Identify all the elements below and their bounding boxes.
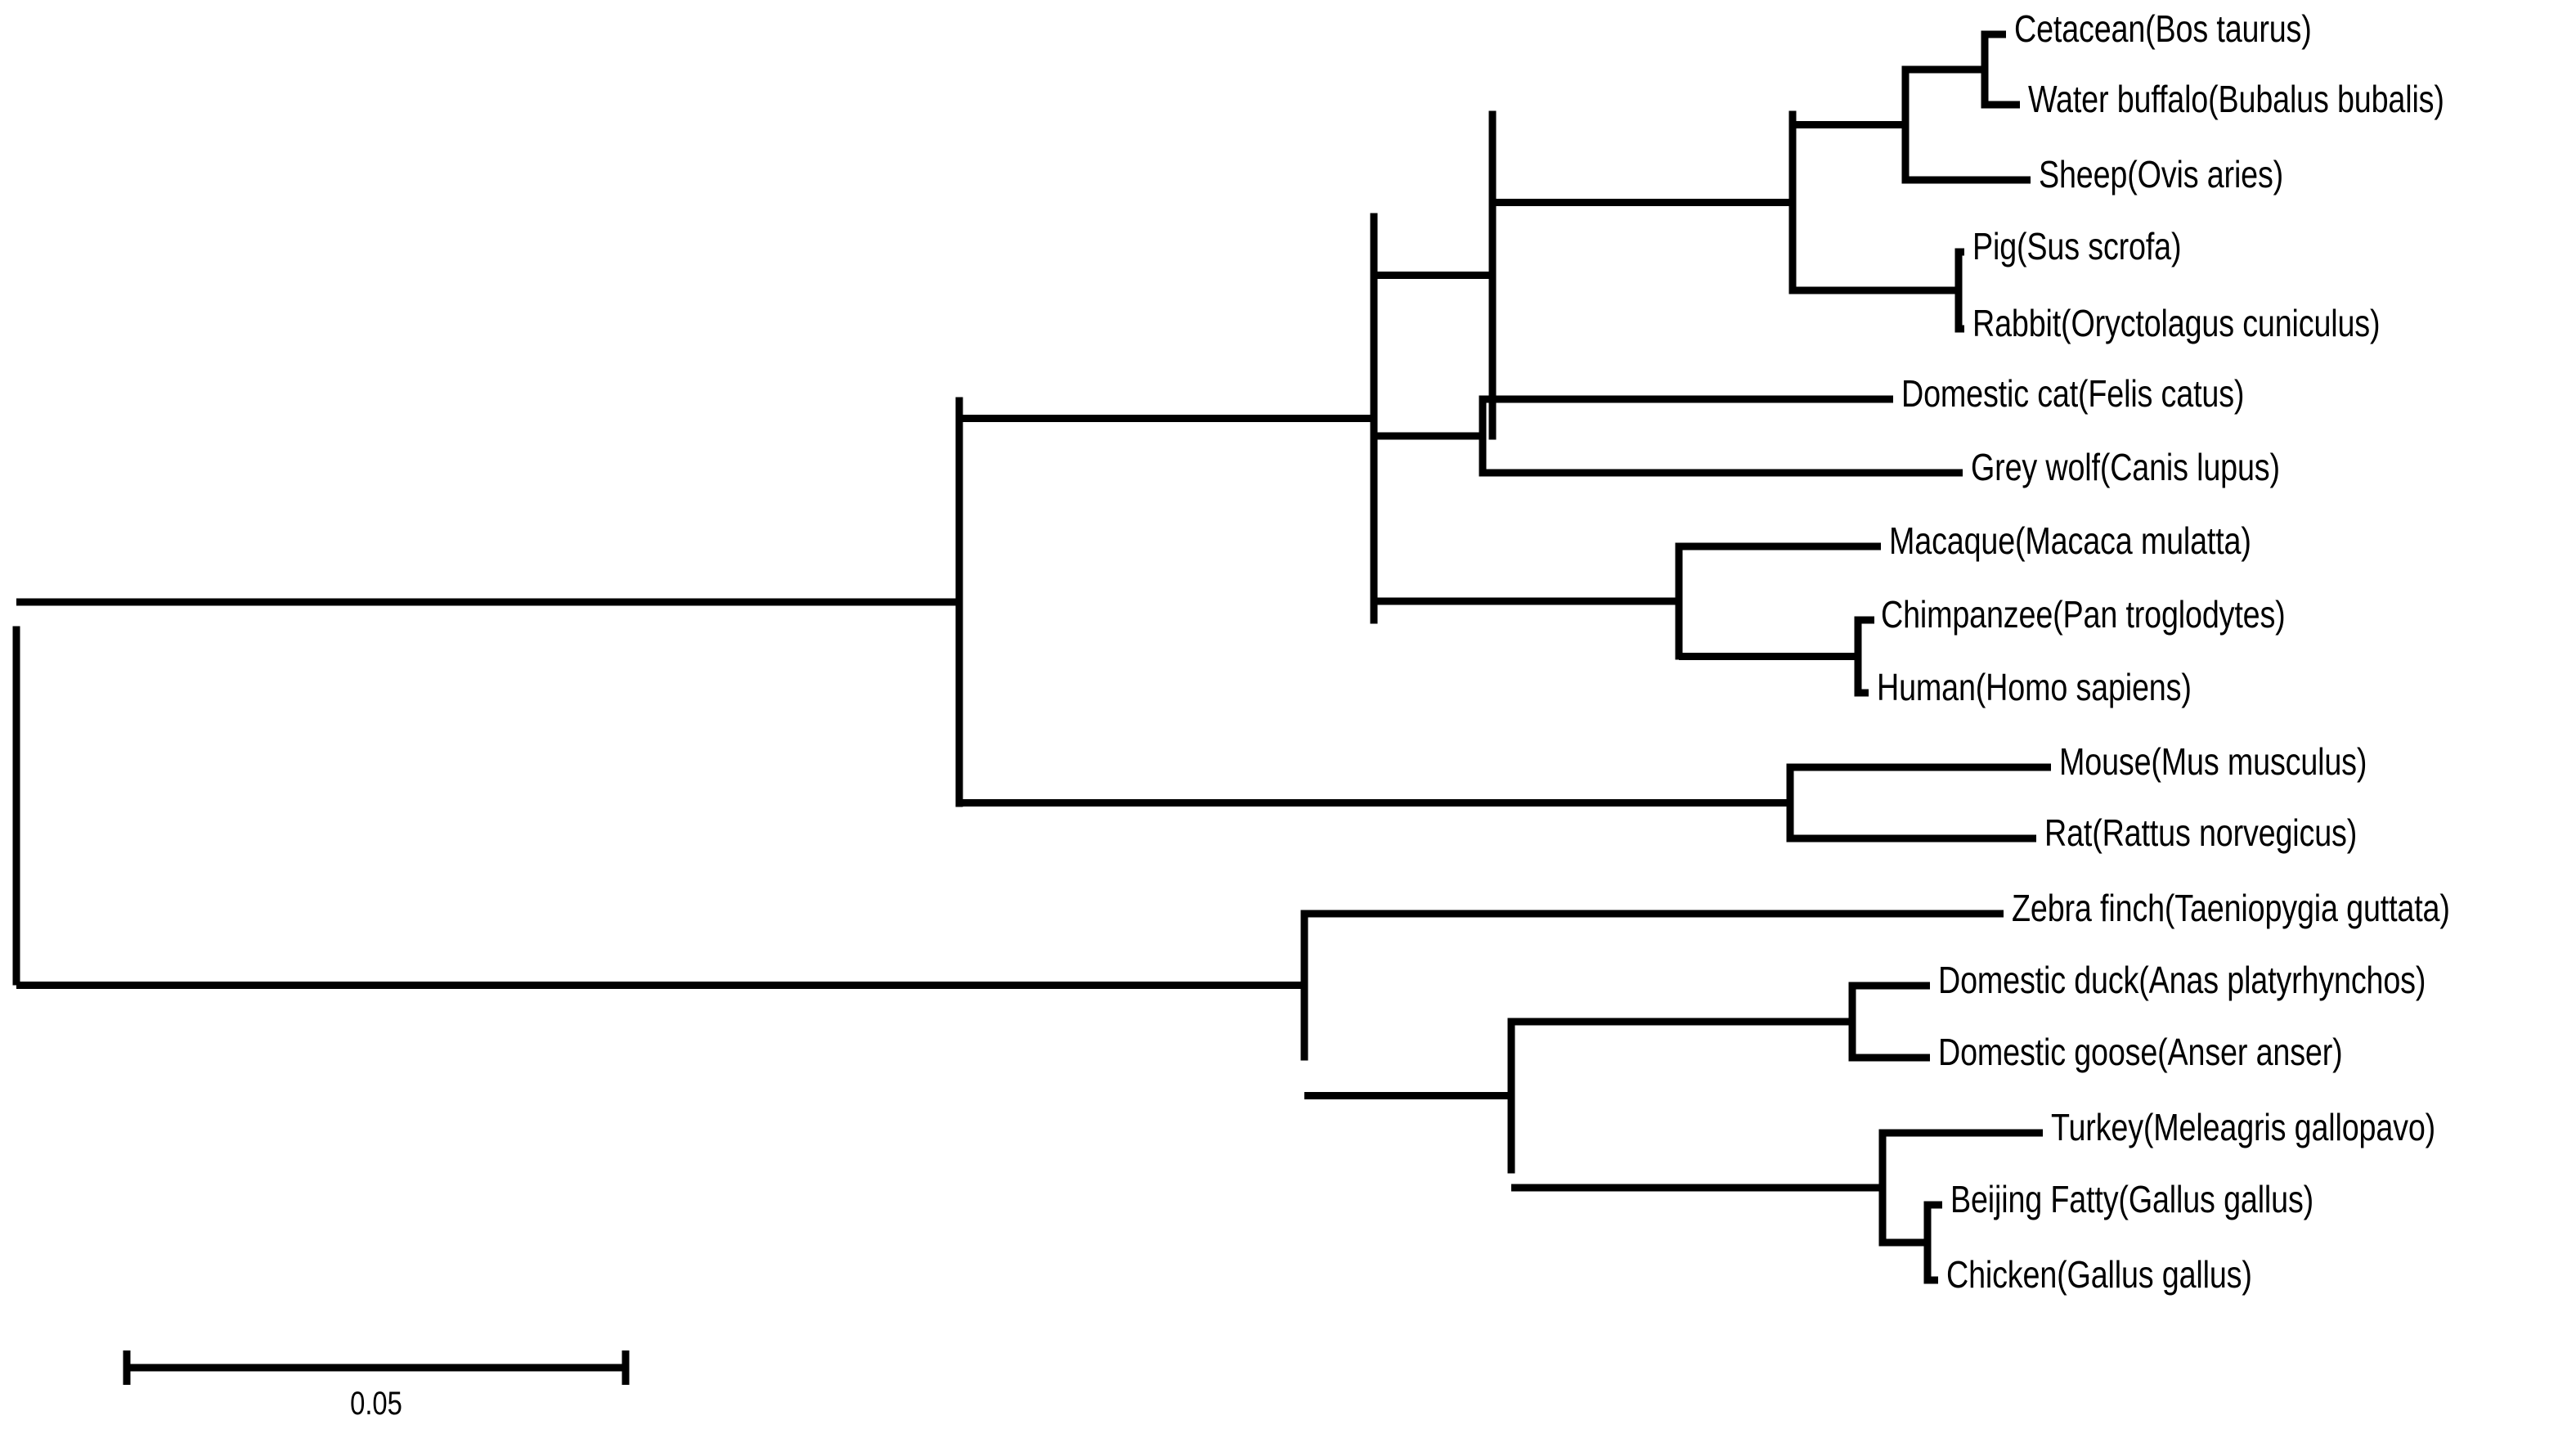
tip-label-sheep: Sheep(Ovis aries) [2039,153,2284,195]
tip-label-pig: Pig(Sus scrofa) [1972,225,2182,267]
scale-bar-label: 0.05 [350,1386,402,1422]
tip-label-grey-wolf: Grey wolf(Canis lupus) [1971,446,2280,488]
tip-label-mouse: Mouse(Mus musculus) [2059,740,2367,783]
tip-label-turkey: Turkey(Meleagris gallopavo) [2051,1106,2436,1148]
tip-label-domestic-cat: Domestic cat(Felis catus) [1901,372,2245,415]
tip-label-beijing-fatty: Beijing Fatty(Gallus gallus) [1950,1178,2314,1220]
tip-label-rabbit: Rabbit(Oryctolagus cuniculus) [1972,302,2381,344]
tip-label-cetacean: Cetacean(Bos taurus) [2014,7,2312,50]
tip-label-chicken: Chicken(Gallus gallus) [1946,1253,2252,1296]
tip-label-macaque: Macaque(Macaca mulatta) [1889,519,2251,562]
tip-label-zebra-finch: Zebra finch(Taeniopygia guttata) [2012,887,2450,929]
tip-label-water-buffalo: Water buffalo(Bubalus bubalis) [2028,78,2444,120]
tip-label-human: Human(Homo sapiens) [1877,666,2192,708]
tip-label-domestic-duck: Domestic duck(Anas platyrhynchos) [1938,959,2426,1001]
tip-label-domestic-goose: Domestic goose(Anser anser) [1938,1031,2343,1073]
tip-label-chimpanzee: Chimpanzee(Pan troglodytes) [1881,593,2286,636]
tip-label-rat: Rat(Rattus norvegicus) [2044,811,2358,854]
